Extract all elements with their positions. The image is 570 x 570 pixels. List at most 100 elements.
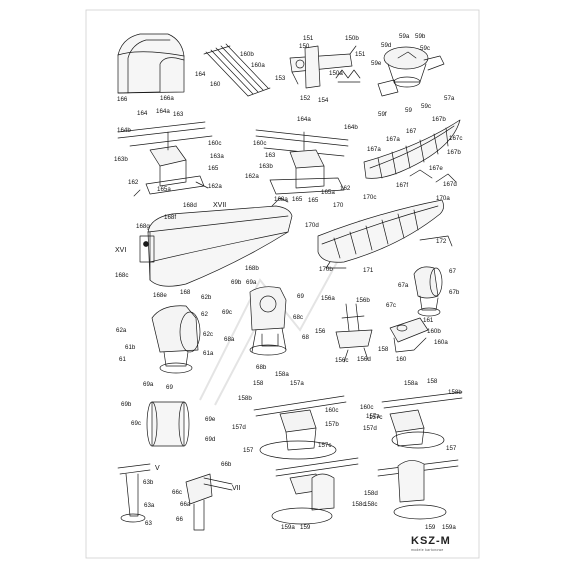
label-164b-crane: 164b	[117, 127, 131, 134]
label-67c: 67c	[386, 302, 396, 309]
label-69c: 69c	[222, 309, 232, 316]
label-63: 63	[145, 520, 152, 527]
label-163b-mid: 163b	[259, 163, 273, 170]
label-170: 170	[333, 202, 344, 209]
part-67-light	[413, 266, 443, 317]
label-168d: 168d	[183, 202, 197, 209]
label-62: 62	[201, 311, 208, 318]
label-164-crane: 164	[137, 110, 148, 117]
label-165-crane: 165	[208, 165, 219, 172]
part-157-mount-left	[253, 395, 347, 460]
label-160a: 160a	[251, 62, 265, 69]
label-172: 172	[436, 238, 447, 245]
label-157a-left: 157a	[290, 380, 304, 387]
label-V: V	[155, 465, 160, 472]
label-62b: 62b	[201, 294, 212, 301]
label-166a: 166a	[160, 95, 174, 102]
label-63a: 63a	[144, 502, 155, 509]
label-160b-winch: 160b	[427, 328, 441, 335]
label-168: 168	[180, 289, 191, 296]
label-68a: 68a	[224, 336, 235, 343]
label-XVI: XVI	[115, 247, 127, 254]
part-164-rods	[203, 43, 271, 97]
label-163-mid: 163	[265, 152, 276, 159]
label-151b: 151	[355, 51, 366, 58]
label-154: 154	[318, 97, 329, 104]
label-159a-mid: 159a	[281, 524, 295, 531]
part-159-capstan-mid	[271, 457, 359, 525]
label-160a-winch: 160a	[434, 339, 448, 346]
label-69-drum: 69	[166, 384, 173, 391]
label-156a: 156a	[321, 295, 335, 302]
label-VII: VII	[232, 485, 241, 492]
part-69-searchlight	[249, 286, 287, 356]
part-63-davit	[117, 463, 151, 523]
label-163b-crane: 163b	[114, 156, 128, 163]
label-157c-left: 157c	[318, 442, 332, 449]
label-167: 167	[406, 128, 417, 135]
label-164b-mid: 164b	[344, 124, 358, 131]
label-160c-right: 160c	[360, 404, 374, 411]
label-66: 66	[176, 516, 183, 523]
label-157a-right: 157a	[366, 413, 380, 420]
part-167-lifeboat	[363, 119, 461, 183]
label-164: 164	[195, 71, 206, 78]
label-158-left: 158	[253, 380, 264, 387]
label-159-right: 159	[425, 524, 436, 531]
label-158a-left: 158a	[275, 371, 289, 378]
label-158b-right: 158b	[448, 389, 462, 396]
label-171: 171	[363, 267, 374, 274]
label-156d: 156d	[357, 356, 371, 363]
label-165a-crane: 165a	[157, 186, 171, 193]
label-167f: 167f	[396, 182, 409, 189]
label-162-mid: 162	[340, 185, 351, 192]
label-162a-mid: 162a	[245, 173, 259, 180]
label-158a-right: 158a	[404, 380, 418, 387]
label-157c-right: 157c	[369, 414, 383, 421]
label-167d: 167d	[443, 181, 457, 188]
label-163-crane: 163	[173, 111, 184, 118]
label-165-mid: 165	[308, 197, 319, 204]
label-69b-drum: 69b	[121, 401, 132, 408]
part-62-searchlight	[151, 305, 201, 374]
label-160c-left: 160c	[325, 407, 339, 414]
label-156: 156	[315, 328, 326, 335]
logo-text: KSZ-M	[411, 535, 451, 547]
label-170b: 170b	[319, 266, 333, 273]
label-165-hull: 165	[292, 196, 303, 203]
label-59e: 59e	[371, 60, 382, 67]
label-69e: 69e	[205, 416, 216, 423]
label-167e: 167e	[429, 165, 443, 172]
part-69-drum	[146, 401, 190, 447]
label-59f: 59f	[378, 111, 387, 118]
label-160c-mid: 160c	[253, 140, 267, 147]
label-170c: 170c	[363, 194, 377, 201]
label-164a-mid: 164a	[297, 116, 311, 123]
label-61b: 61b	[125, 344, 136, 351]
label-57a: 57a	[444, 95, 455, 102]
label-168a: 168a	[274, 196, 288, 203]
label-168g: 168g	[136, 223, 150, 230]
label-157-right: 157	[446, 445, 457, 452]
label-XVII: XVII	[213, 202, 227, 209]
publisher-logo: KSZ-M modele kartonowe	[411, 535, 451, 552]
label-69a-hull: 69a	[246, 279, 257, 286]
label-63b: 63b	[143, 479, 154, 486]
label-59b: 59b	[415, 33, 426, 40]
label-170d: 170d	[305, 222, 319, 229]
part-150-torpedo	[289, 45, 361, 89]
part-159-capstan-right	[377, 459, 459, 520]
part-59-winch	[377, 46, 445, 97]
part-66-post	[185, 473, 233, 531]
label-158-winch: 158	[378, 346, 389, 353]
label-69c-drum: 69c	[131, 420, 141, 427]
label-59c-top: 59c	[420, 45, 430, 52]
label-156b: 156b	[356, 297, 370, 304]
label-156c: 156c	[335, 357, 349, 364]
label-157-left: 157	[243, 447, 254, 454]
label-59: 59	[405, 107, 412, 114]
label-163a-crane: 163a	[210, 153, 224, 160]
label-158c-right: 158c	[364, 501, 378, 508]
label-68: 68	[302, 334, 309, 341]
